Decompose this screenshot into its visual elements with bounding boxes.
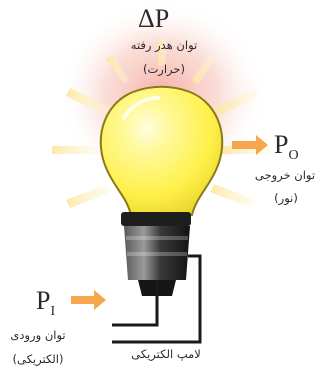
input-caption-line1: توان ورودی bbox=[10, 328, 66, 342]
lamp-base-band bbox=[127, 252, 187, 256]
heat-caption-line2: (حرارت) bbox=[142, 62, 185, 76]
wires bbox=[112, 254, 202, 344]
output-caption-line2: (نور) bbox=[274, 191, 298, 205]
lamp-base-band bbox=[126, 236, 188, 240]
output-symbol-subscript: O bbox=[288, 148, 299, 163]
wire bbox=[112, 280, 159, 327]
lamp-collar bbox=[121, 212, 191, 226]
ray bbox=[210, 184, 256, 208]
input-arrow bbox=[71, 290, 106, 310]
ray bbox=[52, 146, 100, 154]
bulb-glass bbox=[99, 85, 224, 216]
output-arrow bbox=[232, 135, 268, 155]
output-symbol-main: P bbox=[274, 130, 289, 159]
wire bbox=[112, 254, 202, 344]
ray bbox=[214, 88, 260, 116]
bulb-highlight bbox=[122, 96, 160, 120]
input-symbol-main: P bbox=[36, 286, 51, 315]
ray bbox=[106, 55, 130, 84]
light-rays bbox=[52, 38, 270, 208]
arrows bbox=[71, 135, 268, 310]
lamp-caption: لامپ الکتریکی bbox=[131, 347, 201, 361]
ray bbox=[192, 55, 216, 84]
output-power-symbol: PO bbox=[274, 130, 299, 163]
input-symbol-subscript: I bbox=[50, 304, 56, 319]
ray bbox=[66, 88, 112, 116]
output-caption-line1: توان خروجی bbox=[254, 168, 316, 182]
lamp-base bbox=[124, 226, 190, 280]
ray bbox=[66, 184, 112, 208]
heat-power-symbol: ΔP bbox=[138, 4, 170, 33]
heat-caption-line1: توان هدر رفته bbox=[130, 38, 198, 52]
input-caption-line2: (الکتریکی) bbox=[12, 352, 64, 366]
input-power-symbol: PI bbox=[36, 286, 55, 319]
ray bbox=[158, 38, 166, 66]
